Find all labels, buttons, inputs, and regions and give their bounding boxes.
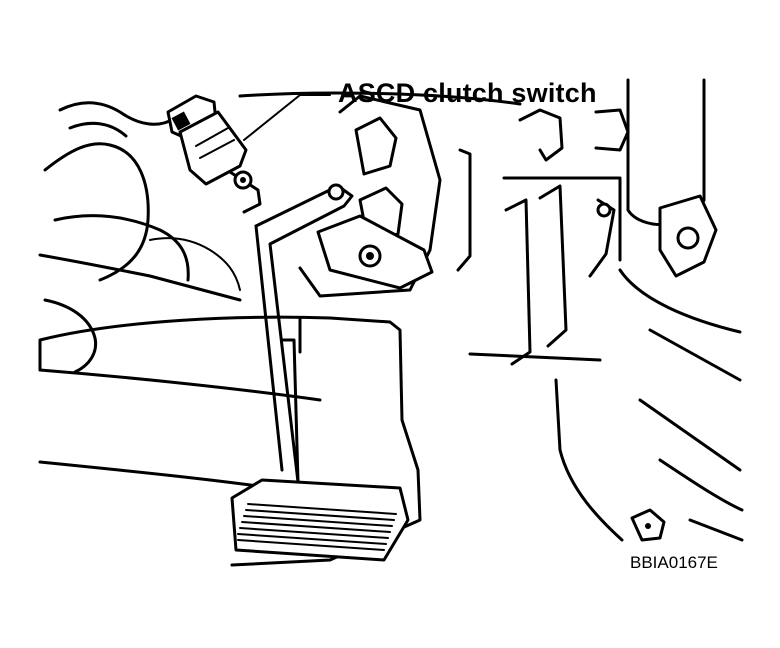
wiring-harness xyxy=(43,101,241,374)
brake-lamp-switch xyxy=(630,508,666,542)
brake-pedal-assembly xyxy=(468,108,630,542)
clutch-pedal-arm xyxy=(254,183,354,484)
steering-column xyxy=(618,78,744,542)
dash-lower-panel xyxy=(38,253,422,567)
clutch-pedal-pad xyxy=(230,478,410,562)
figure-code: BBIA0167E xyxy=(630,553,718,572)
pedal-bracket xyxy=(298,94,472,298)
ascd-clutch-switch xyxy=(166,94,262,214)
firewall-edge xyxy=(238,91,522,106)
callout-label: ASCD clutch switch xyxy=(338,78,597,108)
callout-leader-line xyxy=(243,94,331,141)
